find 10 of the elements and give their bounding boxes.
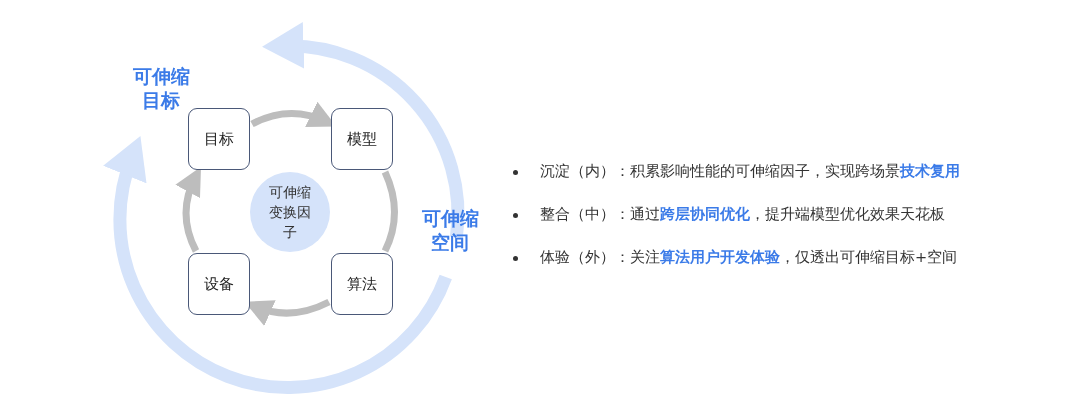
stage-box: 模型 — [331, 108, 393, 170]
factor-circle: 可伸缩变换因子 — [250, 172, 330, 252]
bullet-text: 体验（外）：关注算法用户开发体验，仅透出可伸缩目标+空间 — [540, 248, 958, 267]
bullet-text: 整合（中）：通过跨层协同优化，提升端模型优化效果天花板 — [540, 205, 945, 224]
axis-title: 可伸缩空间 — [420, 206, 480, 254]
stage-box: 设备 — [188, 253, 250, 315]
stage-box: 算法 — [331, 253, 393, 315]
bullet-text: 沉淀（内）：积累影响性能的可伸缩因子，实现跨场景技术复用 — [540, 162, 960, 181]
stage-box: 目标 — [188, 108, 250, 170]
axis-title: 可伸缩目标 — [131, 64, 191, 112]
